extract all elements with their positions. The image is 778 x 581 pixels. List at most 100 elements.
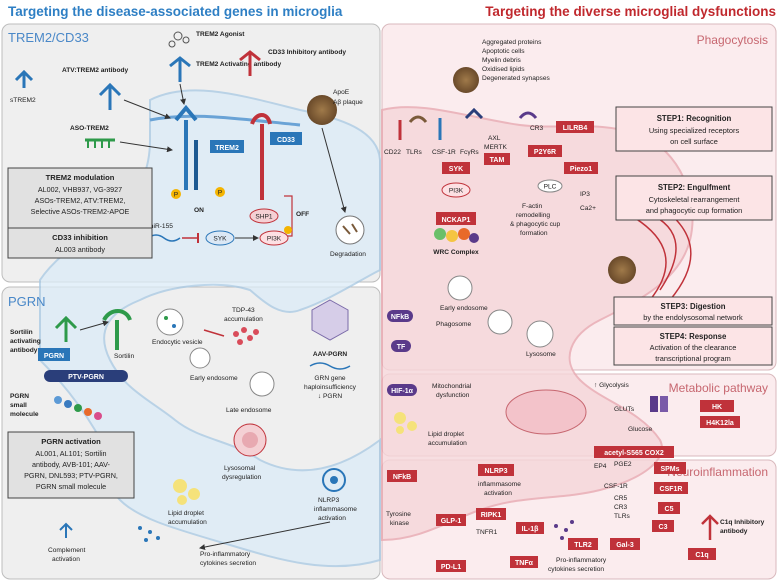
cr3-receptor-icon (518, 111, 538, 119)
wrc-complex-icon (434, 228, 479, 243)
complement-label-2: activation (52, 556, 80, 563)
c1q-ab-label-2: antibody (720, 528, 748, 535)
lysosome-phago-label: Lysosome (526, 351, 556, 358)
glp1-tag (436, 514, 466, 526)
cargo-aggregate-icon (453, 67, 479, 93)
nlrp3-inflammasome-icon (322, 468, 346, 492)
small-molecule-icon (54, 396, 102, 420)
cargo-line-5: Degenerated synapses (482, 75, 551, 82)
nlrp3-label-1: NLRP3 (318, 497, 340, 504)
tam-tag-text: TAM (490, 157, 505, 164)
lipid-label-1: Lipid droplet (168, 510, 204, 517)
lysosome-phago-icon (526, 320, 554, 348)
late-endosome-icon (249, 371, 275, 397)
trem2-modulation-line-1: AL002, VHB937, VG-3927 (38, 185, 122, 194)
step-1-line-1: Using specialized receptors (649, 126, 740, 135)
pgrn-small-molecule-label-2: small (10, 402, 27, 409)
tlr-receptor-icon (408, 115, 428, 123)
cd33-tag-text: CD33 (277, 137, 295, 144)
ripk1-tag-text: RIPK1 (481, 512, 502, 519)
step-1-box: STEP1: Recognition Using specialized rec… (615, 106, 773, 152)
mito-label-1: Mitochondrial (432, 383, 472, 390)
neuroinflammation-title: Neuroinflammation (667, 465, 768, 479)
trem2-agonist-icon (168, 31, 190, 48)
nlrp3-label-3: activation (318, 515, 346, 522)
c1q-ab-label-1: C1q Inhibitory (720, 519, 765, 526)
pgrn-small-molecule-label-1: PGRN (10, 393, 29, 400)
apoe-label: ApoE (333, 89, 350, 96)
syk-tag-text: SYK (449, 166, 463, 173)
nlrp3-core (330, 476, 338, 484)
sortilin-ab-label-2: activating (10, 338, 41, 345)
pi3k-label: PI3K (267, 236, 282, 243)
tnfr1-label: TNFR1 (476, 529, 498, 536)
tnfa-tag (510, 556, 538, 568)
h4k12la-tag (700, 416, 740, 428)
c5-tag-text: C5 (665, 506, 674, 513)
phagosome-label: Phagosome (436, 321, 472, 328)
cargo-line-2: Apoptotic cells (482, 48, 525, 55)
lyso-dys-label-2: dysregulation (222, 474, 262, 481)
step-2-line-1: Cytoskeletal rearrangement (649, 195, 740, 204)
cargo-line-4: Oxidised lipids (482, 66, 525, 73)
glycolysis-label: ↑ Glycolysis (594, 382, 630, 389)
csf1r-tag-text: CSF1R (660, 486, 683, 493)
phospho-label-2: P (218, 190, 223, 197)
syk-icon (205, 230, 235, 246)
mir155-icon (147, 234, 181, 242)
tdp43-label-2: accumulation (224, 316, 263, 323)
membrane-trem2 (149, 114, 301, 127)
hif-tag (387, 384, 417, 396)
pdl1-tag-text: PD-L1 (441, 564, 461, 571)
mir155-label: miR-155 (148, 223, 173, 230)
cargo-line-1: Aggregated proteins (482, 39, 542, 46)
tyrosine-label-2: kinase (390, 520, 409, 527)
nlrp3-to-cytokines-arrow (199, 521, 331, 550)
c5-tag (658, 502, 680, 514)
cd33-tag (270, 132, 302, 145)
sortilin-ab-arrow (79, 320, 109, 331)
factin-label-3: & phagocytic cup (510, 221, 561, 228)
c3-tag-text: C3 (659, 524, 668, 531)
trem2-tag (210, 140, 244, 153)
tdp43-label-1: TDP-43 (232, 307, 255, 314)
ip3-label: IP3 (580, 191, 590, 198)
trem2-agonist-label: TREM2 Agonist (196, 31, 245, 38)
lysosome-core (242, 432, 258, 448)
cd33-inhibitory-antibody-icon (239, 50, 261, 76)
sortilin-ab-label-1: Sortilin (10, 329, 33, 336)
nlrp3-neuro-tag (478, 464, 514, 476)
phospho-icon-2 (215, 187, 225, 197)
cr3-label: CR3 (530, 125, 544, 132)
pgrn-activation-title: PGRN activation (41, 437, 101, 446)
acetyl-cox2-tag (594, 446, 674, 458)
grn-label-2: haploinsufficiency (304, 384, 357, 391)
pgrn-tag (38, 348, 70, 361)
atv-trem2-antibody-icon (98, 82, 122, 110)
wrc-label: WRC Complex (433, 249, 479, 256)
spms-tag (654, 462, 686, 474)
plc-label: PLC (544, 184, 557, 191)
nlrp3-neuro-sub-1: inflammasome (478, 481, 521, 488)
hif-text: HIF-1α (391, 388, 414, 395)
nfkb-phago-tag (387, 310, 413, 322)
gal3-tag (610, 538, 640, 550)
step-2-line-2: and phagocytic cup formation (646, 206, 743, 215)
endocytic-cargo-1 (164, 316, 168, 320)
pgrn-section-title: PGRN (8, 294, 46, 309)
phospho-icon-3 (284, 226, 292, 234)
nfkb-neuro-tag (387, 470, 417, 482)
step-3-box: STEP3: Digestion by the endolysosomal ne… (613, 296, 773, 326)
step-4-line-1: Activation of the clearance (650, 343, 737, 352)
pge2-label: PGE2 (614, 461, 632, 468)
csf1r-tag (654, 482, 688, 494)
step-3-line-1: by the endolysosomal network (643, 313, 743, 322)
aso-trem2-label: ASO-TREM2 (70, 125, 109, 132)
factin-label-2: remodelling (516, 212, 550, 219)
step-1-line-2: on cell surface (670, 137, 718, 146)
pi3k-phago-label: PI3K (449, 188, 464, 195)
step-2-box: STEP2: Engulfment Cytoskeletal rearrange… (615, 175, 773, 221)
grn-label-1: GRN gene (314, 375, 345, 382)
trem2-section-title: TREM2/CD33 (8, 30, 89, 45)
